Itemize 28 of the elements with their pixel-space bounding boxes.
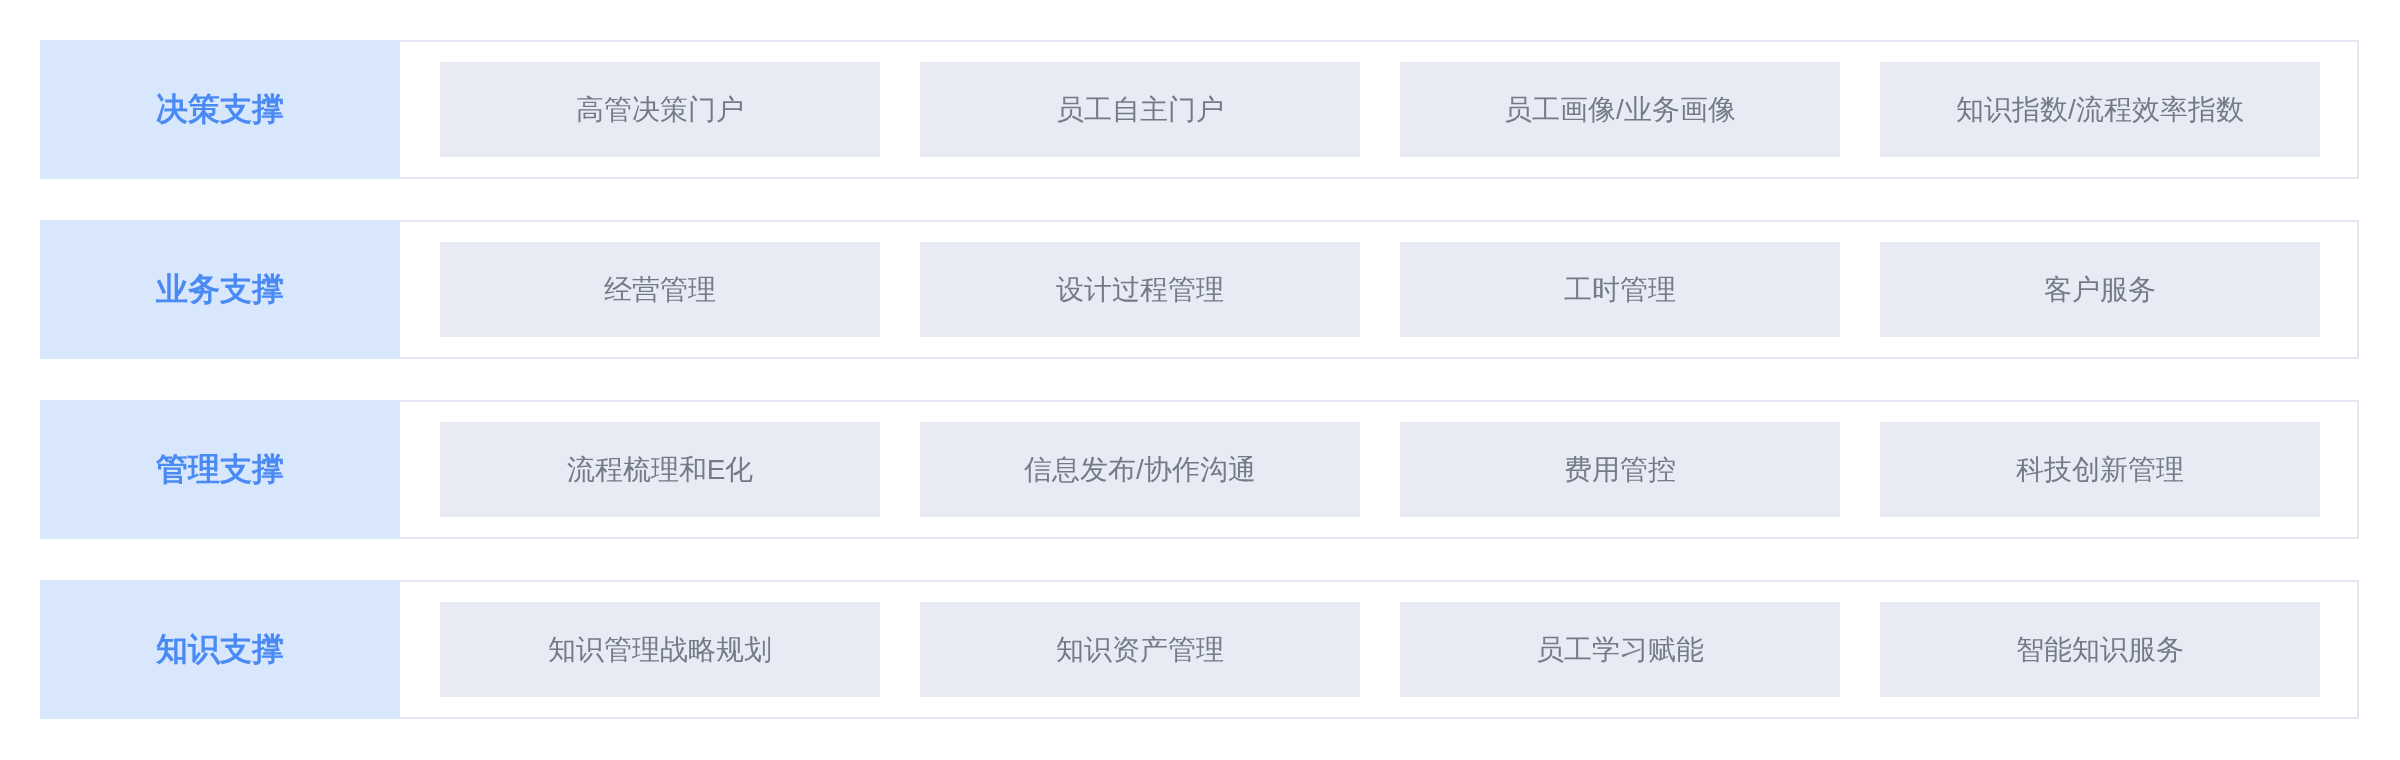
module-label: 费用管控 (1564, 452, 1676, 487)
row-panel (40, 580, 2359, 719)
module-label: 信息发布/协作沟通 (1024, 452, 1256, 487)
module-label: 员工自主门户 (1056, 92, 1224, 127)
row-panel (40, 40, 2359, 179)
module-label: 知识指数/流程效率指数 (1956, 92, 2244, 127)
module-label: 智能知识服务 (2016, 632, 2184, 667)
category-band (40, 220, 400, 359)
category-band (40, 580, 400, 719)
module-label: 工时管理 (1564, 272, 1676, 307)
module-label: 知识管理战略规划 (548, 632, 772, 667)
module-label: 员工画像/业务画像 (1504, 92, 1736, 127)
module-label: 员工学习赋能 (1536, 632, 1704, 667)
module-label: 经营管理 (604, 272, 716, 307)
category-title: 知识支撑 (156, 630, 284, 669)
module-label: 知识资产管理 (1056, 632, 1224, 667)
category-band (40, 40, 400, 179)
row-panel (40, 400, 2359, 539)
category-title: 管理支撑 (156, 450, 284, 489)
module-label: 设计过程管理 (1056, 272, 1224, 307)
module-label: 高管决策门户 (576, 92, 744, 127)
category-title: 业务支撑 (156, 270, 284, 309)
category-title: 决策支撑 (156, 90, 284, 129)
module-label: 流程梳理和E化 (566, 452, 754, 487)
module-label: 科技创新管理 (2016, 452, 2184, 487)
row-panel (40, 220, 2359, 359)
module-label: 客户服务 (2044, 272, 2156, 307)
category-band (40, 400, 400, 539)
